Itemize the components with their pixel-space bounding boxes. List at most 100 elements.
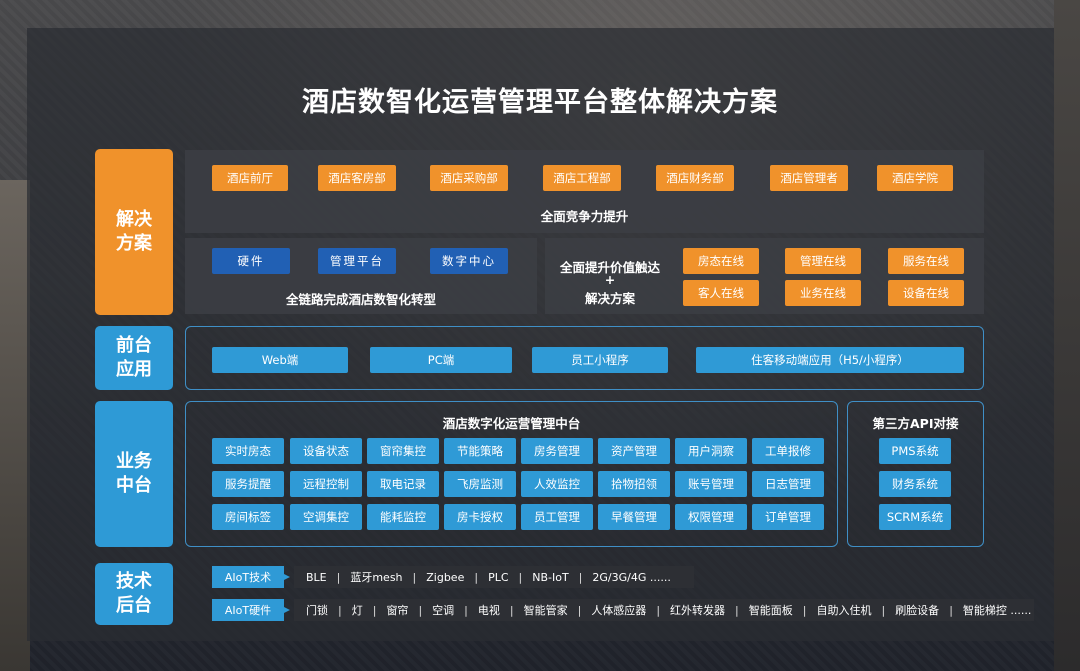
aiot-hardware-item: 人体感应器 xyxy=(591,604,647,617)
business-module-item: 能耗监控 xyxy=(367,504,439,530)
aiot-hardware-item: 智能梯控 ...... xyxy=(962,604,1032,617)
strip-separator: | xyxy=(372,603,377,617)
business-module-item: 空调集控 xyxy=(290,504,362,530)
diagram-panel xyxy=(27,28,1054,641)
strip-separator: | xyxy=(577,603,582,617)
online-management: 管理在线 xyxy=(785,248,861,274)
business-middle-outline xyxy=(185,401,838,547)
frontend-outline xyxy=(185,326,984,390)
middle-platform-title: 酒店数字化运营管理中台 xyxy=(442,416,581,431)
api-finance: 财务系统 xyxy=(879,471,951,497)
online-guest: 客人在线 xyxy=(683,280,759,306)
business-module-item: 资产管理 xyxy=(598,438,670,464)
chain-transformation-label: 全链路完成酒店数智化转型 xyxy=(285,292,436,307)
aiot-hardware-item: 刷脸设备 xyxy=(895,604,940,617)
aiot-tech-item: NB-IoT xyxy=(532,570,569,584)
business-module-item: 实时房态 xyxy=(212,438,284,464)
strip-separator: | xyxy=(338,603,342,617)
aiot-hardware-item: 智能面板 xyxy=(748,604,793,617)
aiot-hardware-item: 门锁 xyxy=(306,604,328,617)
strip-separator: | xyxy=(464,603,468,617)
aiot-hardware-item: 红外转发器 xyxy=(670,604,726,617)
side-label-frontend: 前台 应用 xyxy=(95,326,173,390)
aiot-hardware-item: 灯 xyxy=(351,604,363,617)
aiot-tech-item: BLE xyxy=(306,570,327,584)
core-management-platform: 管理平台 xyxy=(318,248,396,274)
strip-separator: | xyxy=(578,570,583,584)
strip-separator: | xyxy=(518,570,523,584)
core-hardware: 硬件 xyxy=(212,248,290,274)
aiot-tech-item: Zigbee xyxy=(426,570,465,584)
business-module-item: 取电记录 xyxy=(367,471,439,497)
business-module-item: 节能策略 xyxy=(444,438,516,464)
department-purchasing: 酒店采购部 xyxy=(430,165,508,191)
online-device: 设备在线 xyxy=(888,280,964,306)
background-wall-left xyxy=(0,180,30,671)
value-plus: + xyxy=(604,272,616,287)
business-module-item: 员工管理 xyxy=(521,504,593,530)
strip-separator: | xyxy=(474,570,479,584)
strip-separator: | xyxy=(881,603,886,617)
department-front-desk: 酒店前厅 xyxy=(212,165,288,191)
aiot-tech-item: 2G/3G/4G ...... xyxy=(592,570,671,584)
aiot-hardware-item: 智能管家 xyxy=(523,604,568,617)
aiot-hardware-item: 电视 xyxy=(477,604,500,617)
aiot-tech-item: PLC xyxy=(488,570,509,584)
api-pms: PMS系统 xyxy=(879,438,951,464)
business-module-item: 人效监控 xyxy=(521,471,593,497)
frontend-guest-mobile: 住客移动端应用（H5/小程序） xyxy=(696,347,964,373)
frontend-pc: PC端 xyxy=(370,347,512,373)
competitiveness-label: 全面竞争力提升 xyxy=(540,209,629,224)
business-module-item: 飞房监测 xyxy=(444,471,516,497)
department-academy: 酒店学院 xyxy=(877,165,953,191)
business-module-item: 服务提醒 xyxy=(212,471,284,497)
page-title: 酒店数智化运营管理平台整体解决方案 xyxy=(302,87,778,118)
strip-separator: | xyxy=(412,570,417,584)
aiot-tech-item: 蓝牙mesh xyxy=(350,571,403,584)
aiot-tech-strip: BLE | 蓝牙mesh | Zigbee | PLC | NB-IoT | 2G/3G/4G ..… xyxy=(294,566,694,588)
online-service: 服务在线 xyxy=(888,248,964,274)
frontend-staff-miniapp: 员工小程序 xyxy=(532,347,668,373)
solution-departments-block xyxy=(185,150,984,233)
strip-separator: | xyxy=(802,603,807,617)
strip-separator: | xyxy=(336,570,341,584)
side-label-business: 业务 中台 xyxy=(95,401,173,547)
business-module-item: 早餐管理 xyxy=(598,504,670,530)
department-finance: 酒店财务部 xyxy=(656,165,734,191)
value-title-2: 解决方案 xyxy=(584,291,635,306)
value-title-1: 全面提升价值触达 xyxy=(559,260,660,275)
online-business: 业务在线 xyxy=(785,280,861,306)
aiot-hardware-item: 窗帘 xyxy=(386,604,409,617)
business-module-item: 远程控制 xyxy=(290,471,362,497)
business-module-item: 房卡授权 xyxy=(444,504,516,530)
aiot-hardware-label: AIoT硬件 xyxy=(212,599,290,621)
strip-separator: | xyxy=(418,603,423,617)
business-module-item: 设备状态 xyxy=(290,438,362,464)
strip-separator: | xyxy=(656,603,661,617)
api-title: 第三方API对接 xyxy=(872,416,959,431)
strip-separator: | xyxy=(509,603,514,617)
business-module-item: 日志管理 xyxy=(752,471,824,497)
business-module-item: 权限管理 xyxy=(675,504,747,530)
side-label-solution: 解决 方案 xyxy=(95,149,173,315)
business-module-item: 拾物招领 xyxy=(598,471,670,497)
department-housekeeping: 酒店客房部 xyxy=(318,165,396,191)
business-module-item: 窗帘集控 xyxy=(367,438,439,464)
business-module-item: 房间标签 xyxy=(212,504,284,530)
strip-separator: | xyxy=(735,603,739,617)
aiot-hardware-item: 自助入住机 xyxy=(816,604,872,617)
business-module-item: 房务管理 xyxy=(521,438,593,464)
business-module-item: 订单管理 xyxy=(752,504,824,530)
business-module-item: 工单报修 xyxy=(752,438,824,464)
side-label-tech: 技术 后台 xyxy=(95,563,173,625)
frontend-web: Web端 xyxy=(212,347,348,373)
business-api-outline xyxy=(847,401,984,547)
department-engineering: 酒店工程部 xyxy=(543,165,621,191)
aiot-hardware-strip: 门锁 | 灯 | 窗帘 | 空调 | 电视 | 智能管家 | 人体感应器 | 红外转发器 | 智能面板 | 自助入住… xyxy=(294,599,1034,621)
api-scrm: SCRM系统 xyxy=(879,504,951,530)
aiot-hardware-item: 空调 xyxy=(432,604,455,617)
strip-separator: | xyxy=(949,603,953,617)
department-manager: 酒店管理者 xyxy=(770,165,848,191)
core-data-center: 数字中心 xyxy=(430,248,508,274)
business-module-item: 用户洞察 xyxy=(675,438,747,464)
